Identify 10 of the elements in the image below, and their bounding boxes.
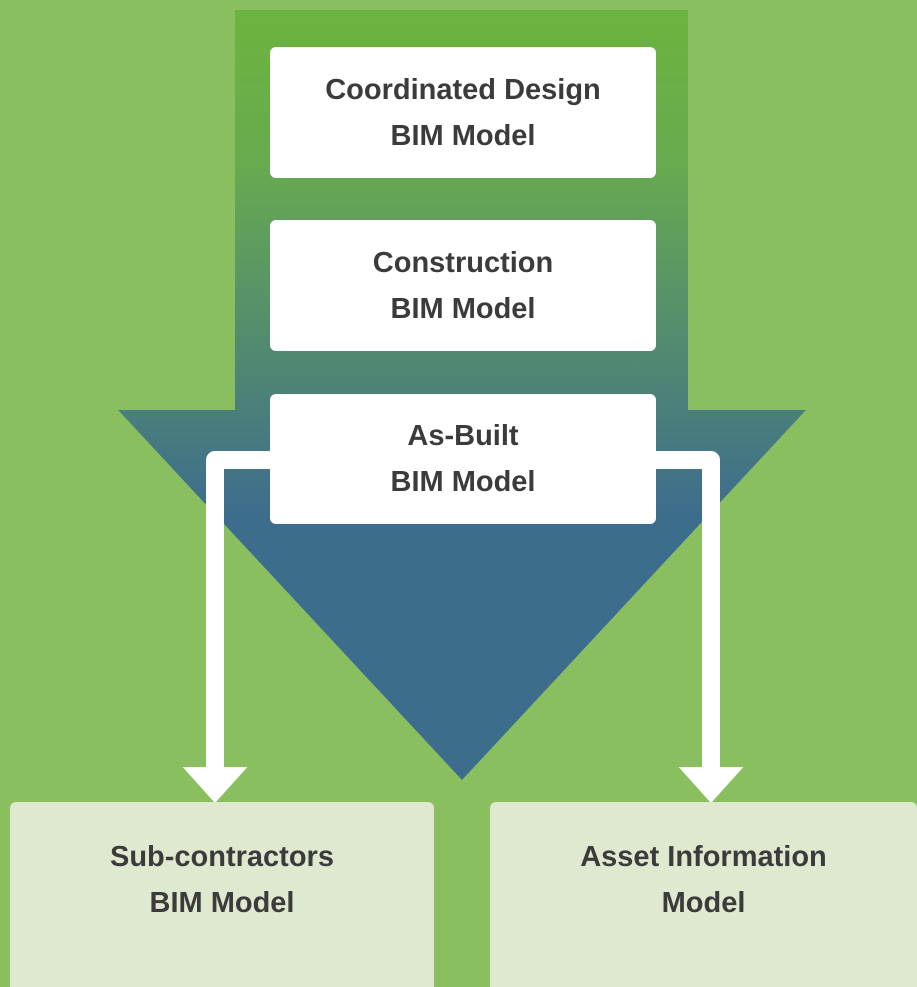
node-label: Sub-contractors BIM Model: [109, 840, 335, 920]
node-label: Construction BIM Model: [372, 246, 554, 326]
node-label: Asset Information Model: [579, 840, 828, 920]
model-box: [10, 802, 434, 987]
model-box: [490, 802, 917, 987]
model-box: [270, 220, 656, 351]
node-label: As-Built BIM Model: [390, 419, 536, 500]
model-box: [270, 47, 656, 178]
node-label: Coordinated Design BIM Model: [324, 72, 602, 154]
model-box: [270, 394, 656, 524]
